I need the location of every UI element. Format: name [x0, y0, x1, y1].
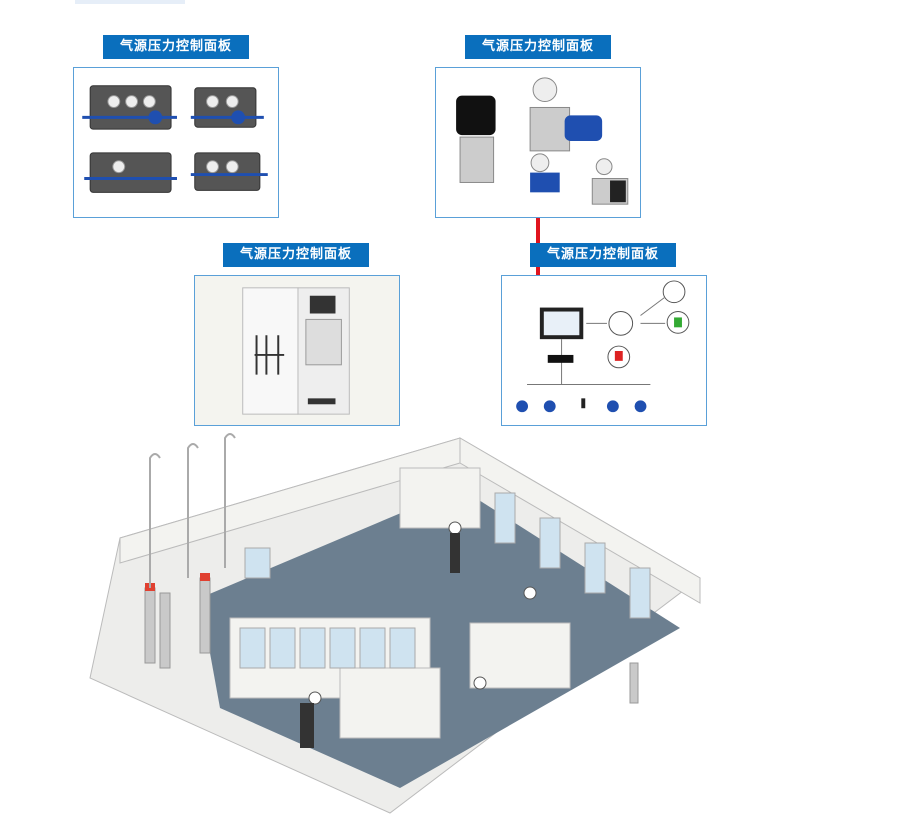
panel-image-regulators — [435, 67, 641, 218]
panel-image-gas-panels — [73, 67, 279, 218]
panel-title-2: 气源压力控制面板 — [465, 35, 611, 59]
panel-image-monitoring-system — [501, 275, 707, 426]
top-faint-text — [75, 0, 185, 4]
panel-title-4: 气源压力控制面板 — [530, 243, 676, 267]
panel-image-cabinet — [194, 275, 400, 426]
laboratory-illustration — [89, 433, 701, 814]
panel-title-3: 气源压力控制面板 — [223, 243, 369, 267]
panel-title-1: 气源压力控制面板 — [103, 35, 249, 59]
